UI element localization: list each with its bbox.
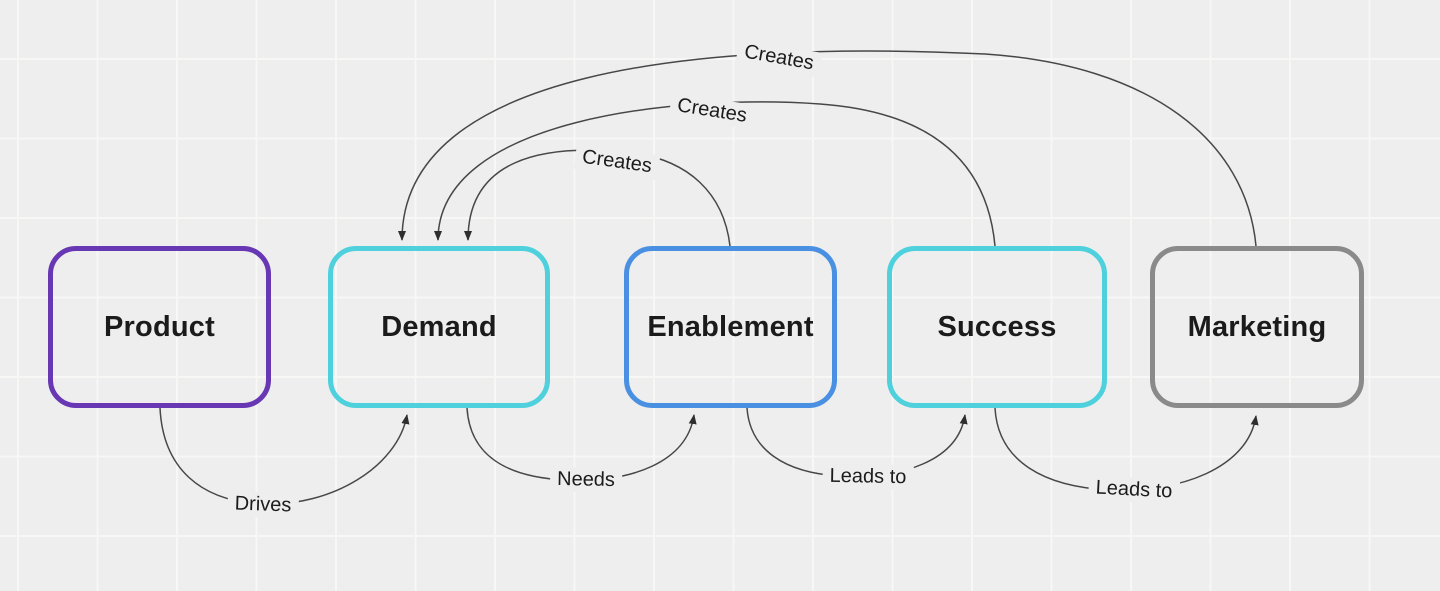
edge-creates-success-demand[interactable] — [434, 101, 996, 247]
node-success[interactable]: Success — [887, 246, 1107, 408]
node-label-enablement: Enablement — [647, 310, 814, 343]
node-label-marketing: Marketing — [1187, 310, 1327, 343]
node-marketing[interactable]: Marketing — [1150, 246, 1364, 408]
edge-label-leadsto-enablement-success[interactable]: Leads to — [822, 463, 914, 491]
edge-label-needs-demand-enablement[interactable]: Needs — [549, 466, 623, 494]
node-label-product: Product — [104, 310, 215, 343]
edge-creates-marketing-demand[interactable] — [398, 50, 1257, 247]
edge-drives-product-demand[interactable] — [159, 407, 410, 505]
node-label-demand: Demand — [381, 310, 497, 343]
node-demand[interactable]: Demand — [328, 246, 550, 408]
edge-label-drives-product-demand[interactable]: Drives — [227, 491, 299, 519]
node-product[interactable]: Product — [48, 246, 271, 408]
node-enablement[interactable]: Enablement — [624, 246, 837, 408]
edge-label-leadsto-success-marketing[interactable]: Leads to — [1088, 475, 1180, 505]
node-label-success: Success — [937, 310, 1057, 343]
